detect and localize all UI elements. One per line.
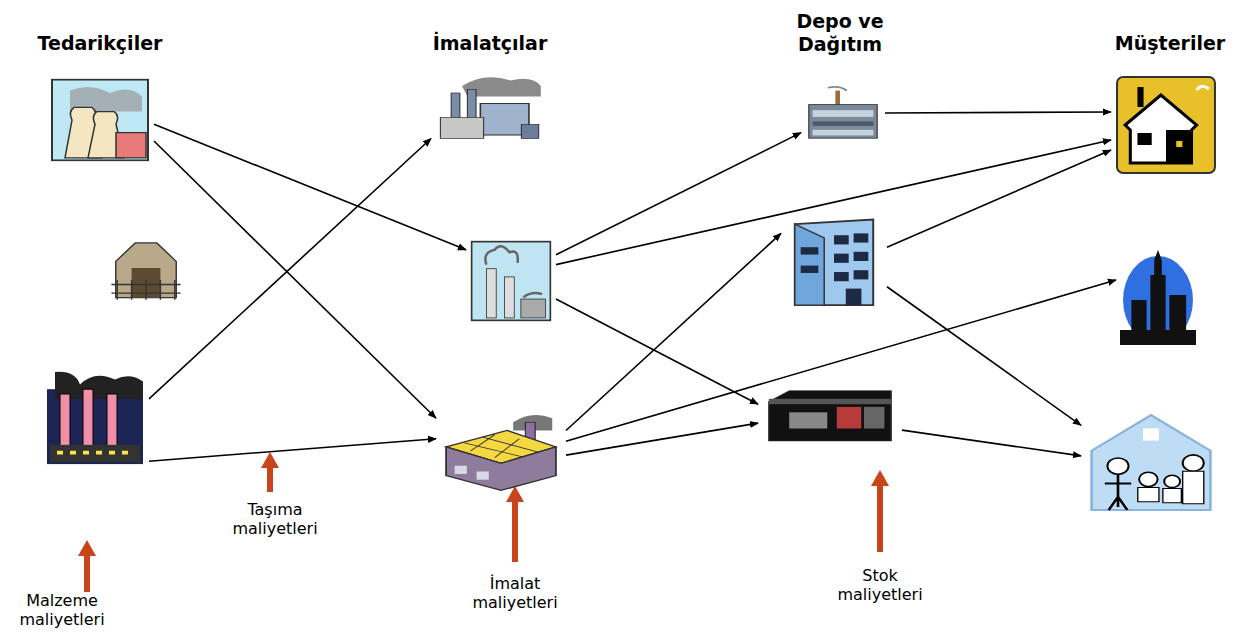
cost-arrow xyxy=(512,500,518,562)
flow-arrow xyxy=(154,141,436,418)
flow-arrow xyxy=(556,299,758,404)
cost-arrow-head xyxy=(871,470,889,486)
column-heading: Depo ve Dağıtım xyxy=(770,10,910,56)
supply-chain-icon xyxy=(785,215,883,307)
icon-illustration xyxy=(1120,245,1196,345)
supply-chain-icon xyxy=(440,410,562,492)
flow-arrow xyxy=(885,112,1111,113)
supply-chain-icon xyxy=(1085,410,1217,512)
cost-arrow xyxy=(267,466,273,492)
flow-arrow xyxy=(149,439,436,462)
icon-illustration xyxy=(470,240,552,322)
cost-label: Malzeme maliyetleri xyxy=(0,591,124,629)
flow-arrow xyxy=(566,423,758,455)
cost-arrow xyxy=(877,484,883,552)
icon-illustration xyxy=(1115,75,1217,175)
icon-illustration xyxy=(110,235,182,301)
icon-illustration xyxy=(785,215,883,307)
flow-arrow xyxy=(149,139,431,399)
column-heading: İmalatçılar xyxy=(405,32,575,55)
cost-label: İmalat maliyetleri xyxy=(452,574,578,612)
supply-chain-icon xyxy=(1120,245,1196,345)
supply-chain-icon xyxy=(1115,75,1217,175)
cost-arrow-head xyxy=(78,540,96,556)
supply-chain-icon xyxy=(805,85,881,141)
cost-label: Taşıma maliyetleri xyxy=(215,500,335,538)
column-heading: Müşteriler xyxy=(1100,32,1240,55)
flow-arrow xyxy=(887,150,1111,247)
supply-chain-icon xyxy=(45,370,145,466)
icon-illustration xyxy=(435,72,543,142)
icon-illustration xyxy=(1085,410,1217,512)
cost-label: Stok maliyetleri xyxy=(818,566,942,604)
flow-arrow xyxy=(566,233,781,430)
supply-chain-icon xyxy=(435,72,543,142)
flow-arrow xyxy=(902,430,1081,456)
icon-illustration xyxy=(762,388,898,442)
cost-arrow-head xyxy=(261,452,279,468)
flow-arrow xyxy=(887,287,1081,426)
supply-chain-icon xyxy=(470,240,552,322)
supply-chain-icon xyxy=(110,235,182,301)
supply-chain-icon xyxy=(762,388,898,442)
icon-illustration xyxy=(45,370,145,466)
icon-illustration xyxy=(50,78,150,162)
cost-arrow xyxy=(84,552,90,592)
supply-chain-icon xyxy=(50,78,150,162)
icon-illustration xyxy=(440,410,562,492)
icon-illustration xyxy=(805,85,881,141)
column-heading: Tedarikçiler xyxy=(15,32,185,55)
